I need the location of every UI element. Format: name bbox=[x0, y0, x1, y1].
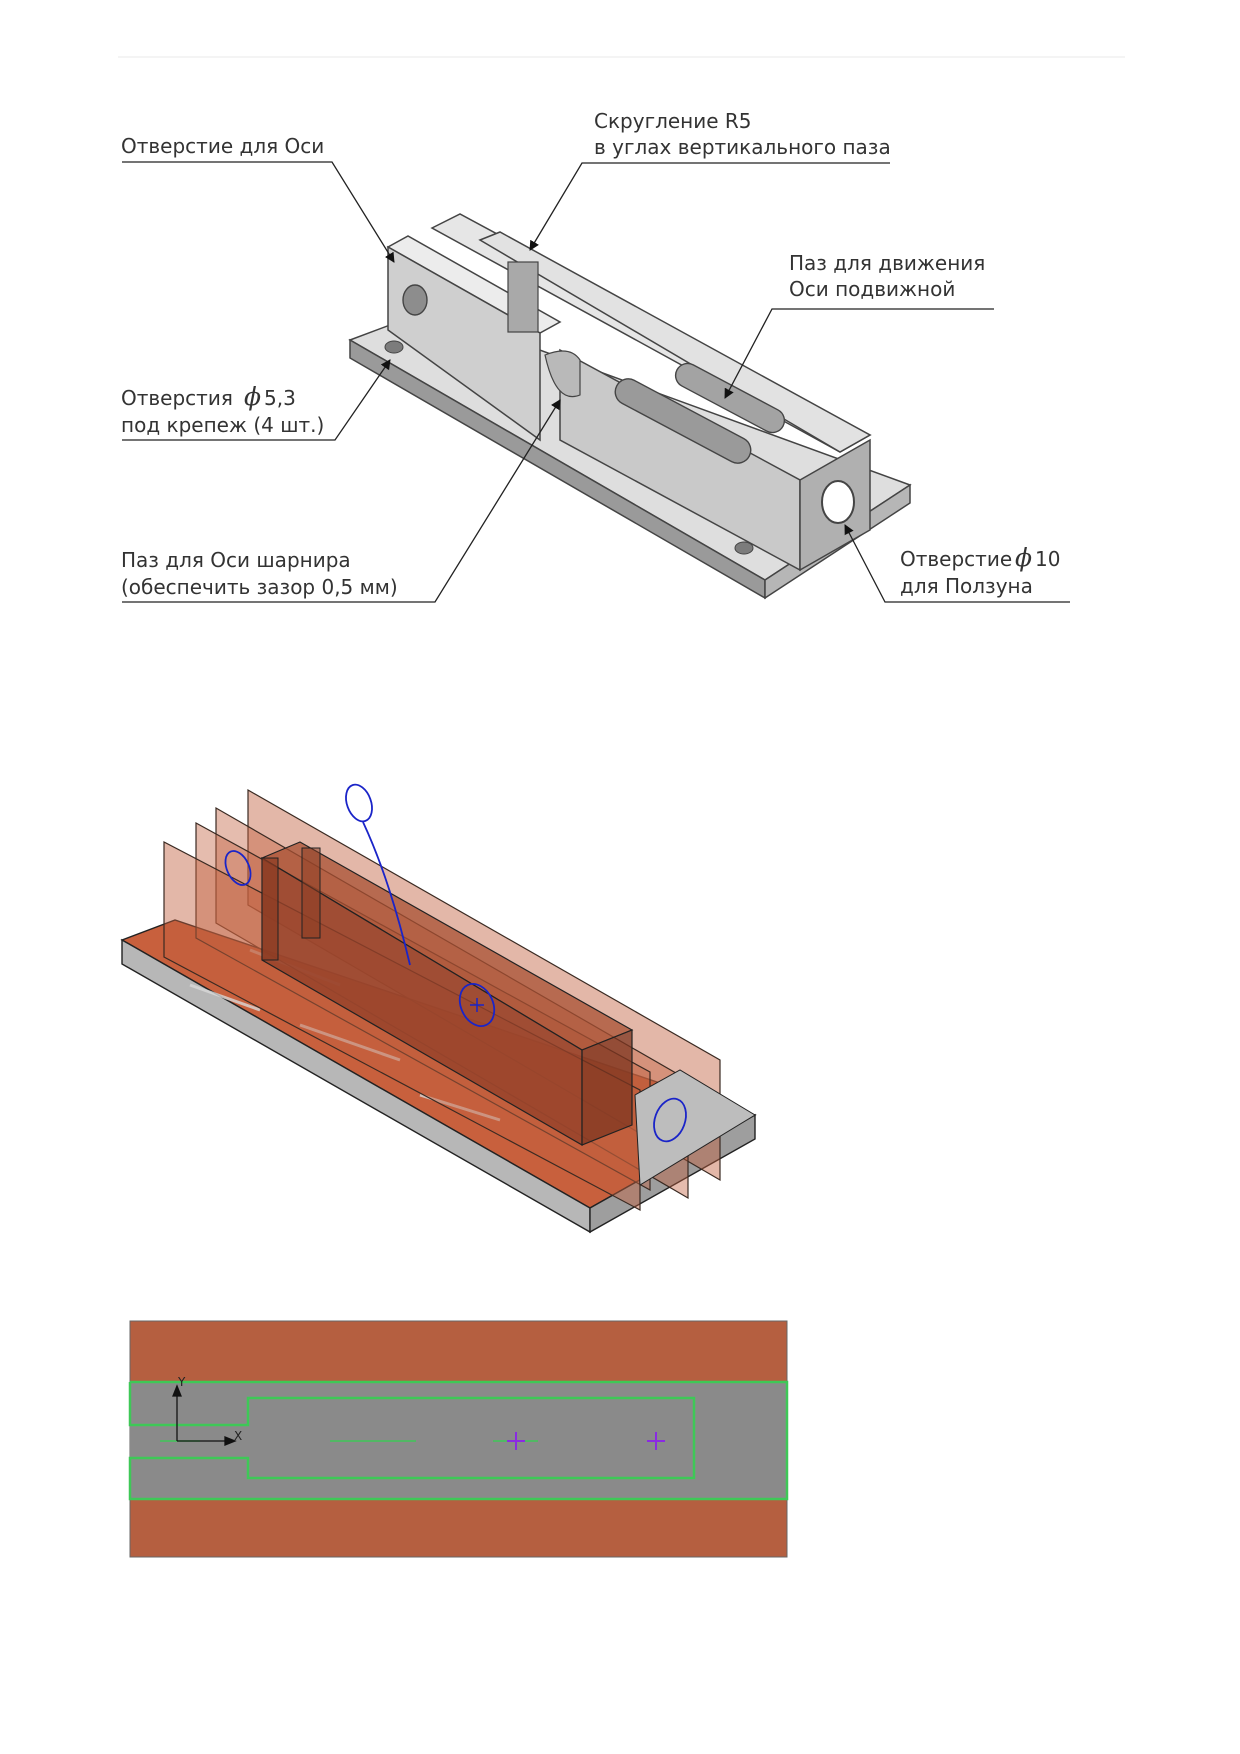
construction-planes-figure bbox=[120, 783, 757, 1234]
mount-hole-back bbox=[734, 541, 754, 555]
callout-mount-value: 5,3 bbox=[264, 386, 296, 410]
callout-mount-line2: под крепеж (4 шт.) bbox=[121, 413, 324, 437]
slider-hole bbox=[821, 480, 855, 524]
callout-hinge-line1: Паз для Оси шарнира bbox=[121, 548, 351, 572]
lug-rect-2 bbox=[301, 847, 321, 939]
sketch-gray-band bbox=[130, 1382, 787, 1499]
sketch-axis-indicator bbox=[172, 1384, 237, 1446]
callout-slider-line2: для Ползуна bbox=[900, 574, 1033, 598]
fillet-column bbox=[507, 261, 539, 333]
leader-slider-hole bbox=[844, 524, 1070, 603]
leader-mount-holes bbox=[122, 359, 391, 441]
callout-slider-value: 10 bbox=[1035, 547, 1060, 571]
hinge-slot-notch bbox=[544, 350, 581, 398]
leader-hinge-slot bbox=[122, 399, 561, 603]
sketch-axis-x-label: X bbox=[234, 1429, 242, 1443]
callout-fillet-line1: Скругление R5 bbox=[594, 109, 752, 133]
sketch-outer-contour bbox=[128, 1380, 789, 1501]
sketch-point-2 bbox=[647, 1432, 665, 1450]
blue-circle-top bbox=[345, 783, 373, 823]
callout-slider-symbol: ϕ bbox=[1015, 543, 1032, 572]
axis-hole bbox=[402, 284, 428, 316]
callout-mount-line1: Отверстия bbox=[121, 386, 233, 410]
blue-circle-right bbox=[653, 1097, 687, 1143]
blue-circle-mid bbox=[458, 983, 496, 1027]
callout-hinge-line2: (обеспечить зазор 0,5 мм) bbox=[121, 575, 398, 599]
end-face-gray bbox=[634, 1069, 756, 1186]
center-block-end bbox=[581, 1029, 633, 1146]
sketch-axis-y-label: Y bbox=[177, 1375, 186, 1389]
callout-slot-line1: Паз для движения bbox=[789, 251, 985, 275]
leader-slot bbox=[724, 308, 994, 399]
blue-cross-mid bbox=[470, 998, 484, 1012]
blue-path-curve bbox=[362, 821, 411, 966]
mount-hole-front bbox=[384, 340, 404, 354]
callout-slot-line2: Оси подвижной bbox=[789, 277, 955, 301]
sketch-plan-figure: Y X bbox=[128, 1320, 789, 1558]
long-slot-side bbox=[614, 378, 752, 464]
leader-fillet bbox=[529, 162, 890, 251]
leader-axis-hole bbox=[122, 161, 395, 263]
isometric-part-figure: Отверстие для Оси Скругление R5 в углах … bbox=[121, 109, 1070, 603]
lug-rect-1 bbox=[261, 857, 279, 961]
callout-axis-hole: Отверстие для Оси bbox=[121, 134, 324, 158]
callout-slider-line1: Отверстие bbox=[900, 547, 1012, 571]
sketch-point-1 bbox=[507, 1432, 525, 1450]
callout-fillet-line2: в углах вертикального паза bbox=[594, 135, 891, 159]
callout-mount-symbol: ϕ bbox=[244, 382, 261, 411]
blue-circle-left bbox=[224, 850, 252, 886]
